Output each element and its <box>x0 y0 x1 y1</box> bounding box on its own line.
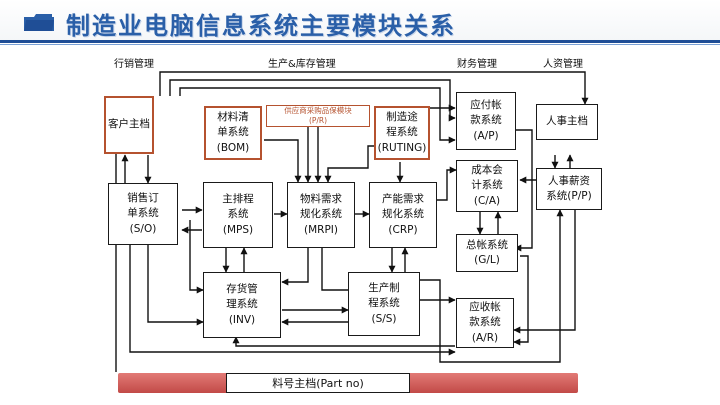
module-bom: 材料清 单系统 (BOM) <box>204 106 262 160</box>
column-label-production: 生产&库存管理 <box>268 59 336 70</box>
title-divider <box>0 40 720 43</box>
module-part-master: 料号主档(Part no) <box>226 373 410 393</box>
module-routing: 制造途 程系统 (RUTING) <box>374 106 430 160</box>
header-bar: 制造业电脑信息系统主要模块关系 <box>0 0 720 45</box>
module-ca: 成本会 计系统 (C/A) <box>456 160 518 212</box>
module-payroll: 人事薪资 系统(P/P) <box>536 168 602 210</box>
module-supplier: 供应商采购品保模块 (P/R) <box>266 105 370 127</box>
title-divider-thin <box>0 44 720 45</box>
module-customer-master: 客户主档 <box>104 96 154 154</box>
module-inv: 存货管 理系统 (INV) <box>203 272 281 338</box>
module-ap: 应付帐 款系统 (A/P) <box>456 92 516 150</box>
column-label-sales: 行销管理 <box>114 59 154 70</box>
module-ss: 生产制 程系统 (S/S) <box>348 272 420 336</box>
page-title: 制造业电脑信息系统主要模块关系 <box>66 12 456 40</box>
module-hr-master: 人事主档 <box>536 104 598 140</box>
module-mps: 主排程 系统 (MPS) <box>203 182 273 248</box>
module-ar: 应收帐 款系统 (A/R) <box>456 298 514 348</box>
module-sales-order: 销售订 单系统 (S/O) <box>108 183 178 245</box>
column-label-finance: 财务管理 <box>457 59 497 70</box>
folder-icon <box>24 14 54 31</box>
module-mrp: 物料需求 规化系统 (MRPI) <box>287 182 355 248</box>
module-gl: 总帐系统 (G/L) <box>456 234 518 272</box>
column-label-hr: 人资管理 <box>543 59 583 70</box>
module-crp: 产能需求 规化系统 (CRP) <box>369 182 437 248</box>
